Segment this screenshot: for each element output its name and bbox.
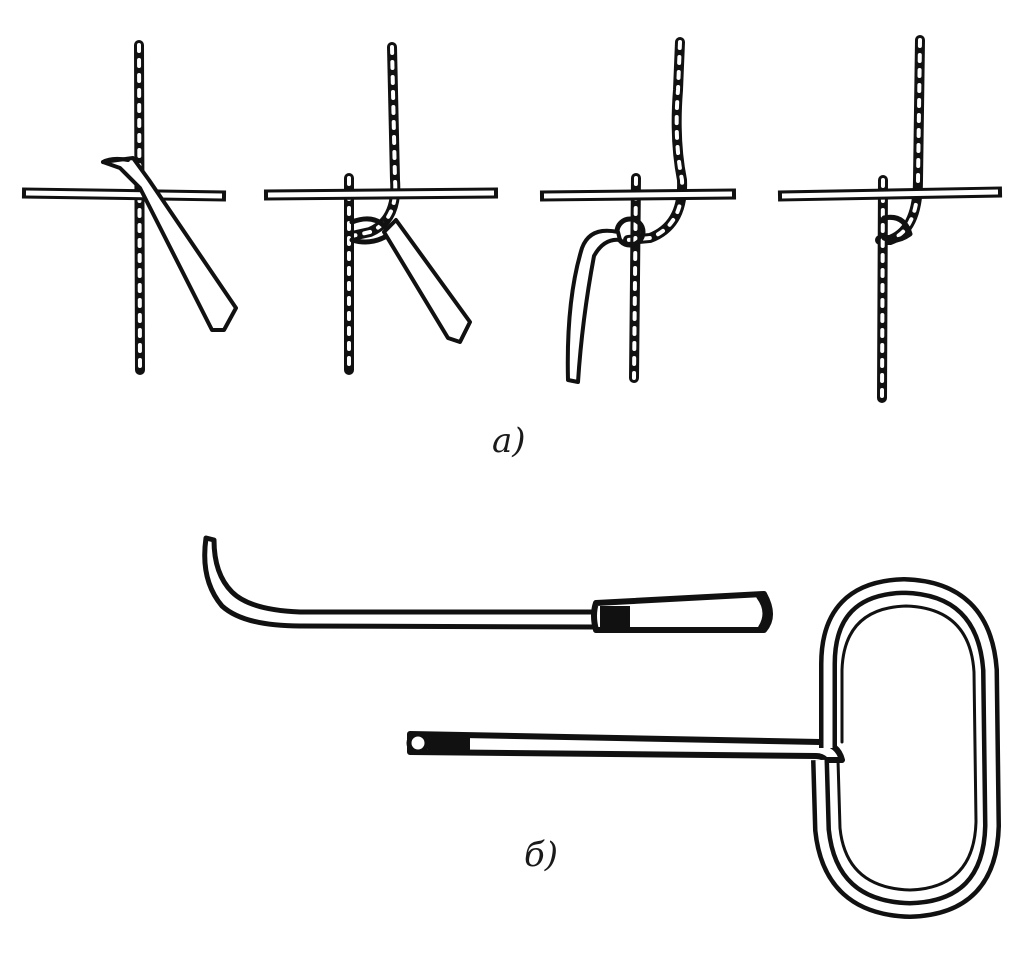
vertical-wire [134, 40, 145, 375]
awl-handle [591, 591, 773, 633]
panel-b: б) [202, 535, 1001, 919]
panel-a: а) [21, 35, 1003, 461]
loose-strip [565, 228, 622, 384]
hook-tool [101, 156, 238, 332]
vertical-wire [623, 37, 688, 383]
knot-loop [881, 214, 913, 243]
step-4 [777, 35, 1003, 403]
step-1 [21, 40, 238, 375]
horizontal-bar [777, 186, 1003, 202]
step-2 [263, 42, 499, 375]
step-3 [539, 37, 737, 384]
horizontal-bar [263, 187, 499, 201]
panel-a-label: а) [492, 421, 526, 461]
hook-tool [382, 218, 472, 344]
horizontal-bar [539, 188, 737, 202]
key-tip [406, 731, 470, 755]
panel-b-label: б) [524, 835, 558, 875]
vertical-wire [344, 42, 401, 375]
horizontal-bar [21, 187, 227, 202]
key-tool [406, 577, 1001, 919]
hook-awl [202, 535, 773, 633]
